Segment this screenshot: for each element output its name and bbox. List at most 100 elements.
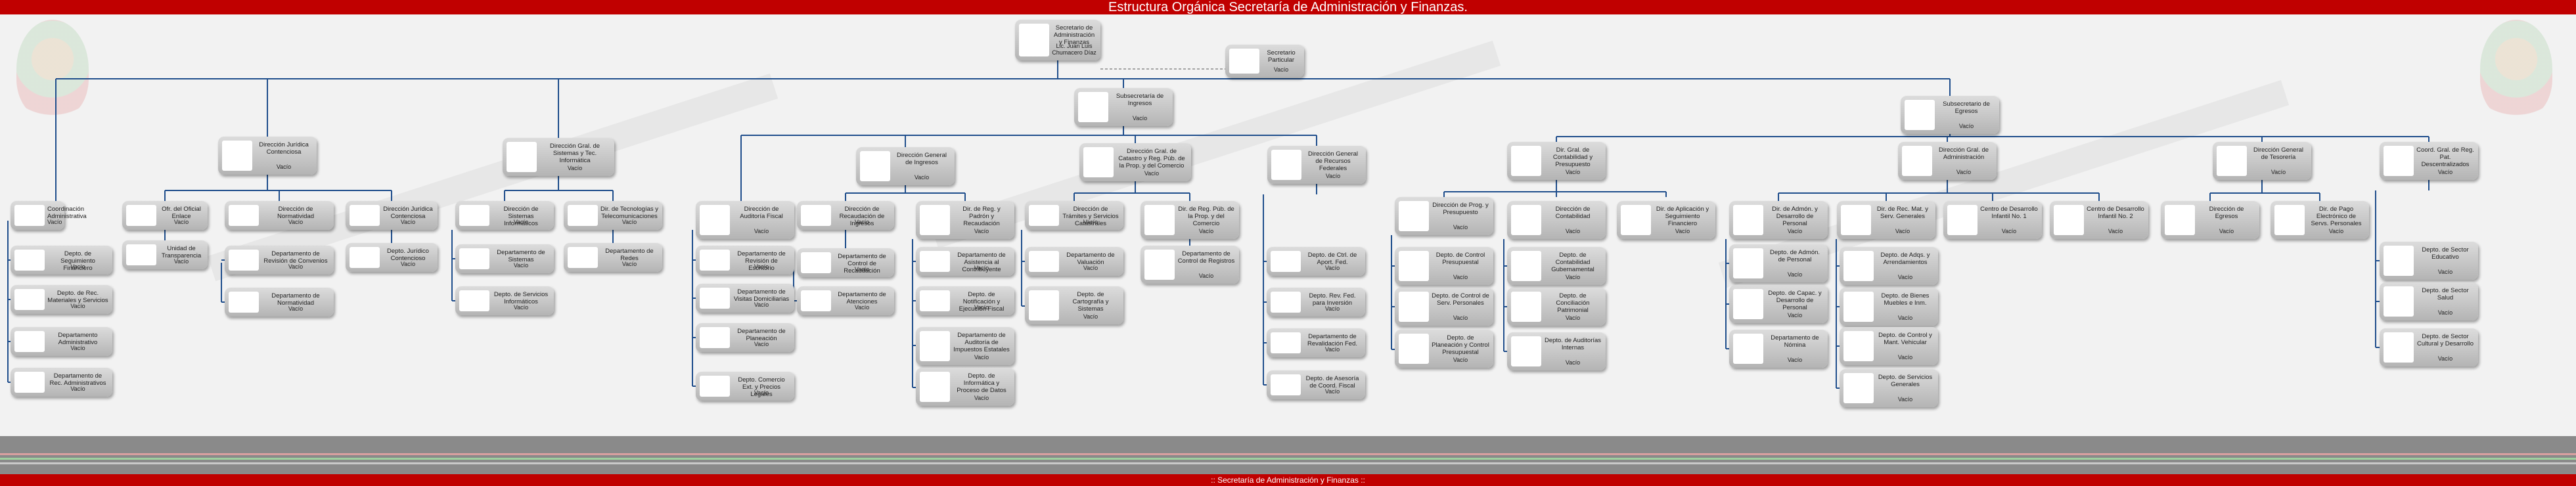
photo-placeholder xyxy=(801,290,831,311)
photo-placeholder xyxy=(222,141,252,171)
node-title: Depto. de Adqs. y Arrendamientos xyxy=(1880,252,1930,266)
photo-placeholder xyxy=(2274,205,2305,235)
photo-placeholder xyxy=(1229,49,1259,74)
node-holder: Vacío xyxy=(2271,169,2286,175)
node-title: Departamento de Revalidación Fed. xyxy=(1307,333,1358,347)
org-node-drppc: Dir. de Reg. Púb. de la Prop. y del Come… xyxy=(1141,201,1239,239)
org-node-p3: Departamento de Auditoría de Impuestos E… xyxy=(916,327,1014,365)
node-holder: Vacío xyxy=(173,258,189,265)
node-title: Dirección de Contabilidad xyxy=(1555,206,1591,220)
node-title: Dir. de Reg. y Padrón y Recaudación xyxy=(962,206,1001,227)
photo-placeholder xyxy=(350,205,380,226)
node-title: Dirección General de Recursos Federales xyxy=(1307,150,1359,172)
photo-placeholder xyxy=(1511,251,1541,281)
node-holder: Vacío xyxy=(400,261,416,267)
photo-placeholder xyxy=(229,205,259,226)
photo-placeholder xyxy=(2384,332,2414,363)
photo-placeholder xyxy=(14,372,45,393)
photo-placeholder xyxy=(1083,147,1114,177)
node-holder: Vacío xyxy=(1895,228,1910,234)
node-holder: Vacío xyxy=(754,263,769,270)
node-title: Departamento de Valuación xyxy=(1066,252,1115,266)
node-holder: Vacío xyxy=(288,219,304,225)
node-title: Dirección General de Tesorería xyxy=(2253,146,2304,161)
node-holder: Vacío xyxy=(621,219,637,225)
photo-placeholder xyxy=(1511,336,1541,366)
photo-placeholder xyxy=(459,290,489,311)
node-holder: Vacío xyxy=(1897,274,1913,280)
node-holder: Vacío xyxy=(1565,315,1581,321)
node-holder: Vacío xyxy=(2437,309,2453,316)
org-node-dtec: Dir. de Tecnologías y Telecomunicaciones… xyxy=(564,201,662,230)
photo-placeholder xyxy=(1511,146,1541,176)
node-holder: Vacío xyxy=(513,219,529,225)
photo-placeholder xyxy=(2054,205,2084,235)
node-holder: Vacío xyxy=(1198,228,1214,234)
node-holder: Vacío xyxy=(1565,274,1581,280)
node-holder: Lic. Juan Luis Chumacero Díaz xyxy=(1052,43,1096,56)
node-holder: Vacío xyxy=(1787,357,1803,363)
org-node-f3: Departamento de Revalidación Fed.Vacío xyxy=(1267,328,1365,357)
photo-placeholder xyxy=(229,250,259,271)
org-node-rm2: Depto. de Bienes Muebles e Inm.Vacío xyxy=(1840,288,1938,326)
org-node-dgcpp: Dirección Gral. de Catastro y Reg. Púb. … xyxy=(1079,143,1191,181)
node-title: Secretario Particular xyxy=(1267,49,1296,64)
node-title: Depto. de Capac. y Desarrollo de Persona… xyxy=(1768,290,1822,311)
photo-placeholder xyxy=(700,376,730,397)
photo-placeholder xyxy=(14,331,45,352)
node-holder: Vacío xyxy=(1083,313,1098,320)
node-title: Depto. de Servicios Informáticos xyxy=(493,291,549,305)
node-holder: Vacío xyxy=(70,263,85,270)
node-holder: Vacío xyxy=(1958,123,1974,129)
org-node-p2: Depto. de Notificación y Ejecución Fisca… xyxy=(916,286,1014,315)
node-title: Dir. Gral. de Contabilidad y Presupuesto xyxy=(1552,146,1593,168)
node-title: Departamento de Rec. Administrativos xyxy=(49,372,106,387)
node-title: Depto. Jurídico Contencioso xyxy=(387,248,429,262)
node-title: Depto. de Cartografía y Sistemas xyxy=(1072,291,1109,313)
node-holder: Vacío xyxy=(974,228,989,234)
photo-placeholder xyxy=(229,292,259,313)
photo-placeholder xyxy=(459,248,489,269)
node-title: Unidad de Transparencia xyxy=(161,245,202,259)
state-emblem-watermark xyxy=(16,20,89,118)
node-holder: Vacío xyxy=(47,219,62,225)
node-holder: Vacío xyxy=(513,304,529,311)
node-holder: Vacío xyxy=(1144,170,1160,177)
org-node-p4: Depto. de Informática y Proceso de Datos… xyxy=(916,368,1014,406)
node-holder: Vacío xyxy=(2437,269,2453,275)
node-holder: Vacío xyxy=(754,301,769,308)
node-holder: Vacío xyxy=(1897,396,1913,403)
node-title: Dir. de Pago Electrónico de Servs. Perso… xyxy=(2311,206,2362,227)
photo-placeholder xyxy=(920,251,950,272)
band-line xyxy=(0,458,2576,460)
photo-placeholder xyxy=(2384,146,2414,176)
node-holder: Vacío xyxy=(1324,388,1340,395)
org-node-dapl: Dir. de Aplicación y Seguimiento Financi… xyxy=(1617,201,1715,239)
node-title: Departamento de Auditoría de Impuestos E… xyxy=(953,332,1010,353)
node-holder: Vacío xyxy=(2108,228,2123,234)
photo-placeholder xyxy=(1144,205,1175,235)
node-title: Departamento de Normatividad xyxy=(271,292,320,307)
